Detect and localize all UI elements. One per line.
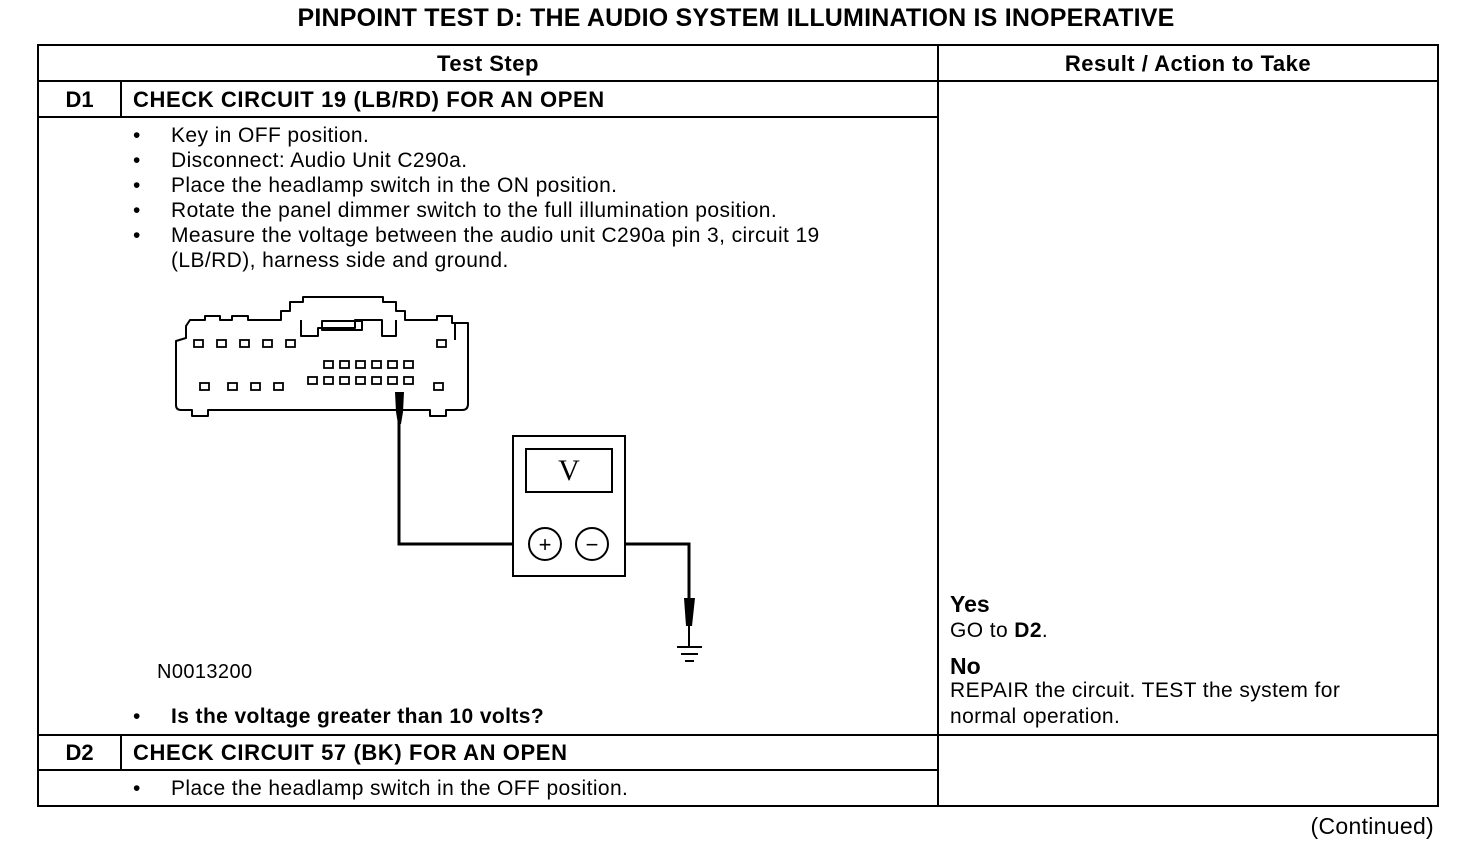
result-no-label: No [950,653,981,679]
step-title-d2: CHECK CIRCUIT 57 (BK) FOR AN OPEN [133,740,568,765]
probe-tip-positive [395,392,404,424]
continued-note: (Continued) [1310,813,1434,839]
d2-instructions: •Place the headlamp switch in the OFF po… [133,776,628,801]
step-title-d1: CHECK CIRCUIT 19 (LB/RD) FOR AN OPEN [133,87,605,112]
voltmeter-plus: + [539,532,552,557]
list-item: •Rotate the panel dimmer switch to the f… [133,199,778,222]
voltmeter-minus: − [586,532,599,557]
voltmeter-symbol: V [558,454,580,487]
table-border [37,44,1439,807]
result-no-action-line2: normal operation. [950,705,1121,728]
list-item: •Is the voltage greater than 10 volts? [133,705,545,728]
page-title: PINPOINT TEST D: THE AUDIO SYSTEM ILLUMI… [297,4,1175,32]
probe-tip-ground [684,598,695,626]
list-item: •Measure the voltage between the audio u… [133,224,820,272]
list-item: •Key in OFF position. [133,124,370,147]
step-id-d1: D1 [65,87,94,112]
ground-icon [677,626,702,662]
list-item: •Place the headlamp switch in the OFF po… [133,777,629,800]
connector-latch [300,319,397,337]
figure-id: N0013200 [157,661,253,683]
result-no-action-line1: REPAIR the circuit. TEST the system for [950,679,1341,702]
step-id-d2: D2 [65,740,94,765]
header-test-step: Test Step [437,51,539,76]
connector-outline [175,296,469,417]
list-item: •Place the headlamp switch in the ON pos… [133,174,618,197]
result-yes-label: Yes [950,591,990,617]
voltmeter-icon [512,435,626,577]
list-item: •Disconnect: Audio Unit C290a. [133,149,468,172]
d1-instructions: •Key in OFF position. •Disconnect: Audio… [133,123,923,273]
header-result: Result / Action to Take [1064,51,1312,76]
result-yes-action: GO to D2. [950,619,1049,642]
d1-question: •Is the voltage greater than 10 volts? [133,704,544,729]
test-leads [397,410,691,602]
connector-pins [193,339,447,391]
